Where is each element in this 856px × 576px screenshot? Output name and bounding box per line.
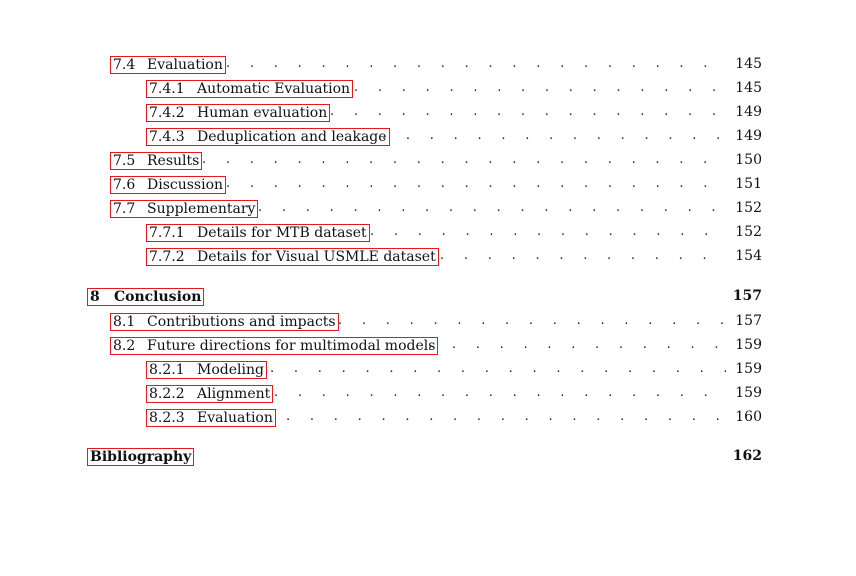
toc-row: 7.5 Results . . . . . . . . . . . . . . .… [0,152,856,172]
chapter-number: 8 [90,289,100,305]
toc-link-8-2-1[interactable]: 8.2.1 Modeling [146,361,267,379]
toc-link-7-4-2[interactable]: 7.4.2 Human evaluation [146,104,331,122]
toc-row: 8.2.3 Evaluation . . . . . . . . . . . . … [0,409,856,429]
page-number: 162 [732,448,762,464]
toc-link-7-5[interactable]: 7.5 Results [110,152,203,170]
toc-row: 8.1 Contributions and impacts . . . . . .… [0,313,856,333]
toc-link-8-2[interactable]: 8.2 Future directions for multimodal mode… [110,337,439,355]
section-title: Evaluation [147,57,223,73]
toc-row: 8.2.1 Modeling . . . . . . . . . . . . . … [0,361,856,381]
toc-row: 7.4.2 Human evaluation . . . . . . . . . … [0,104,856,124]
toc-row: 8.2.2 Alignment . . . . . . . . . . . . .… [0,385,856,405]
section-title: Automatic Evaluation [197,81,351,97]
section-number: 7.4.1 [149,81,185,97]
section-title: Results [147,153,200,169]
page-number: 159 [735,385,762,401]
dot-leader: . . . . . . . . . . . . . . . . . . . . … [370,224,726,239]
chapter-title: Conclusion [114,289,202,305]
page-number: 157 [732,288,762,304]
dot-leader: . . . . . . . . . . . . . . . . . . . . … [338,313,726,328]
section-title: Modeling [197,362,264,378]
page-number: 154 [735,248,762,264]
toc-row: 7.4 Evaluation . . . . . . . . . . . . . … [0,56,856,76]
section-number: 7.6 [113,177,136,193]
dot-leader: . . . . . . . . . . . . . . . . . . . . … [428,337,726,352]
toc-link-7-4-1[interactable]: 7.4.1 Automatic Evaluation [146,80,354,98]
section-title: Future directions for multimodal models [147,338,436,354]
toc-link-7-6[interactable]: 7.6 Discussion [110,176,227,194]
section-title: Alignment [197,386,271,402]
page-number: 152 [735,224,762,240]
section-number: 7.7 [113,201,136,217]
toc-chapter-row: 8 Conclusion 157 [0,288,856,308]
dot-leader: . . . . . . . . . . . . . . . . . . . . … [382,128,726,143]
toc-row: 7.7.1 Details for MTB dataset . . . . . .… [0,224,856,244]
section-number: 7.7.1 [149,225,185,241]
section-number: 8.2.2 [149,386,185,402]
section-title: Contributions and impacts [147,314,336,330]
toc-link-8-2-2[interactable]: 8.2.2 Alignment [146,385,274,403]
toc-link-8-2-3[interactable]: 8.2.3 Evaluation [146,409,276,427]
dot-leader: . . . . . . . . . . . . . . . . . . . . … [286,409,726,424]
toc-row: 7.7 Supplementary . . . . . . . . . . . .… [0,200,856,220]
section-number: 8.2.3 [149,410,185,426]
dot-leader: . . . . . . . . . . . . . . . . . . . . … [440,248,726,263]
dot-leader: . . . . . . . . . . . . . . . . . . . . … [226,176,726,191]
toc-link-chapter-8[interactable]: 8 Conclusion [87,288,205,306]
toc-row: 7.4.1 Automatic Evaluation . . . . . . . … [0,80,856,100]
page-number: 149 [735,128,762,144]
section-title: Human evaluation [197,105,328,121]
toc-link-7-7-2[interactable]: 7.7.2 Details for Visual USMLE dataset [146,248,439,266]
section-number: 8.2 [113,338,136,354]
toc-link-7-7-1[interactable]: 7.7.1 Details for MTB dataset [146,224,370,242]
dot-leader: . . . . . . . . . . . . . . . . . . . . … [226,56,726,71]
dot-leader: . . . . . . . . . . . . . . . . . . . . … [270,361,726,376]
toc-chapter-row: Bibliography 162 [0,448,856,468]
dot-leader: . . . . . . . . . . . . . . . . . . . . … [202,152,726,167]
section-number: 7.5 [113,153,136,169]
section-title: Details for MTB dataset [197,225,367,241]
dot-leader: . . . . . . . . . . . . . . . . . . . . … [258,200,726,215]
page-number: 150 [735,152,762,168]
section-number: 8.1 [113,314,136,330]
page-number: 149 [735,104,762,120]
dot-leader: . . . . . . . . . . . . . . . . . . . . … [274,385,726,400]
page-number: 159 [735,337,762,353]
page-number: 145 [735,80,762,96]
page-number: 151 [735,176,762,192]
section-number: 7.4 [113,57,136,73]
toc-link-7-7[interactable]: 7.7 Supplementary [110,200,259,218]
dot-leader: . . . . . . . . . . . . . . . . . . . . … [354,80,726,95]
dot-leader: . . . . . . . . . . . . . . . . . . . . … [330,104,726,119]
toc-link-8-1[interactable]: 8.1 Contributions and impacts [110,313,339,331]
toc-row: 7.7.2 Details for Visual USMLE dataset . … [0,248,856,268]
page-number: 145 [735,56,762,72]
toc-row: 8.2 Future directions for multimodal mode… [0,337,856,357]
toc-row: 7.6 Discussion . . . . . . . . . . . . . … [0,176,856,196]
toc-link-7-4[interactable]: 7.4 Evaluation [110,56,226,74]
page-number: 157 [735,313,762,329]
section-number: 7.7.2 [149,249,185,265]
section-number: 8.2.1 [149,362,185,378]
toc-link-7-4-3[interactable]: 7.4.3 Deduplication and leakage [146,128,390,146]
chapter-title: Bibliography [90,449,192,465]
page-number: 152 [735,200,762,216]
section-title: Deduplication and leakage [197,129,387,145]
section-number: 7.4.3 [149,129,185,145]
page-number: 159 [735,361,762,377]
page-number: 160 [735,409,762,425]
toc-row: 7.4.3 Deduplication and leakage . . . . .… [0,128,856,148]
toc-link-bibliography[interactable]: Bibliography [87,448,195,466]
section-title: Evaluation [197,410,273,426]
section-title: Discussion [147,177,224,193]
section-number: 7.4.2 [149,105,185,121]
section-title: Details for Visual USMLE dataset [197,249,436,265]
section-title: Supplementary [147,201,256,217]
